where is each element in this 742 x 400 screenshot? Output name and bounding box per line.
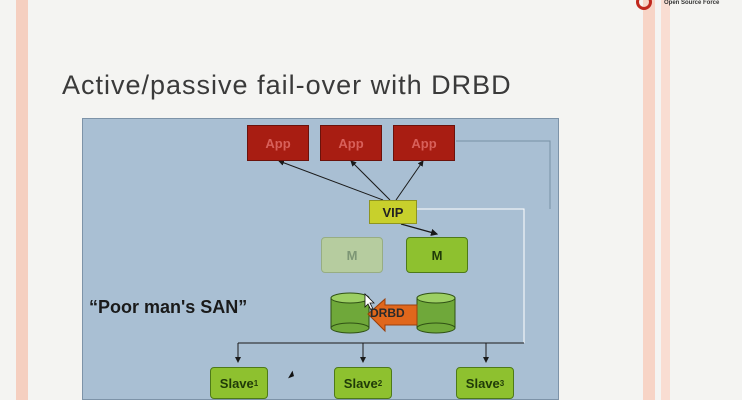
vip-to-app-3-line bbox=[395, 160, 424, 201]
master-passive: M bbox=[321, 237, 383, 273]
connector-lines bbox=[235, 140, 551, 363]
right-accent-stripe bbox=[643, 0, 655, 400]
slave-label: Slave bbox=[465, 375, 500, 391]
storage-cylinder-right bbox=[416, 292, 456, 334]
app-server-1: App bbox=[247, 125, 309, 161]
left-accent-stripe bbox=[16, 0, 28, 400]
app-server-2: App bbox=[320, 125, 382, 161]
vip-to-app-2-line bbox=[350, 160, 391, 201]
storage-cylinder-left bbox=[330, 292, 370, 334]
slide-title: Active/passive fail-over with DRBD bbox=[62, 70, 512, 100]
drbd-replication-arrow bbox=[367, 297, 418, 333]
slave-index: 3 bbox=[499, 378, 505, 388]
failover-diagram: App App App VIP M M DRBD “Poor man's SAN… bbox=[82, 118, 559, 400]
drbd-label: DRBD bbox=[370, 306, 405, 320]
app-bus-line bbox=[456, 140, 551, 209]
slave-index: 1 bbox=[253, 378, 259, 388]
master-active: M bbox=[406, 237, 468, 273]
slave-label: Slave bbox=[343, 375, 378, 391]
vip-node: VIP bbox=[369, 200, 417, 224]
vip-to-app-1-line bbox=[278, 159, 384, 201]
slave-index: 2 bbox=[377, 378, 383, 388]
slave-label: Slave bbox=[219, 375, 254, 391]
vip-bus-line bbox=[417, 208, 525, 343]
logo-icon bbox=[636, 0, 652, 10]
app-server-3: App bbox=[393, 125, 455, 161]
san-caption: “Poor man's SAN” bbox=[89, 297, 248, 317]
mouse-pointer-icon bbox=[364, 293, 375, 311]
company-logo: Open Source Force bbox=[636, 0, 736, 14]
vip-to-master-line bbox=[400, 223, 439, 236]
logo-text: Open Source Force bbox=[664, 0, 720, 6]
right-accent-stripe-outer bbox=[661, 0, 670, 400]
